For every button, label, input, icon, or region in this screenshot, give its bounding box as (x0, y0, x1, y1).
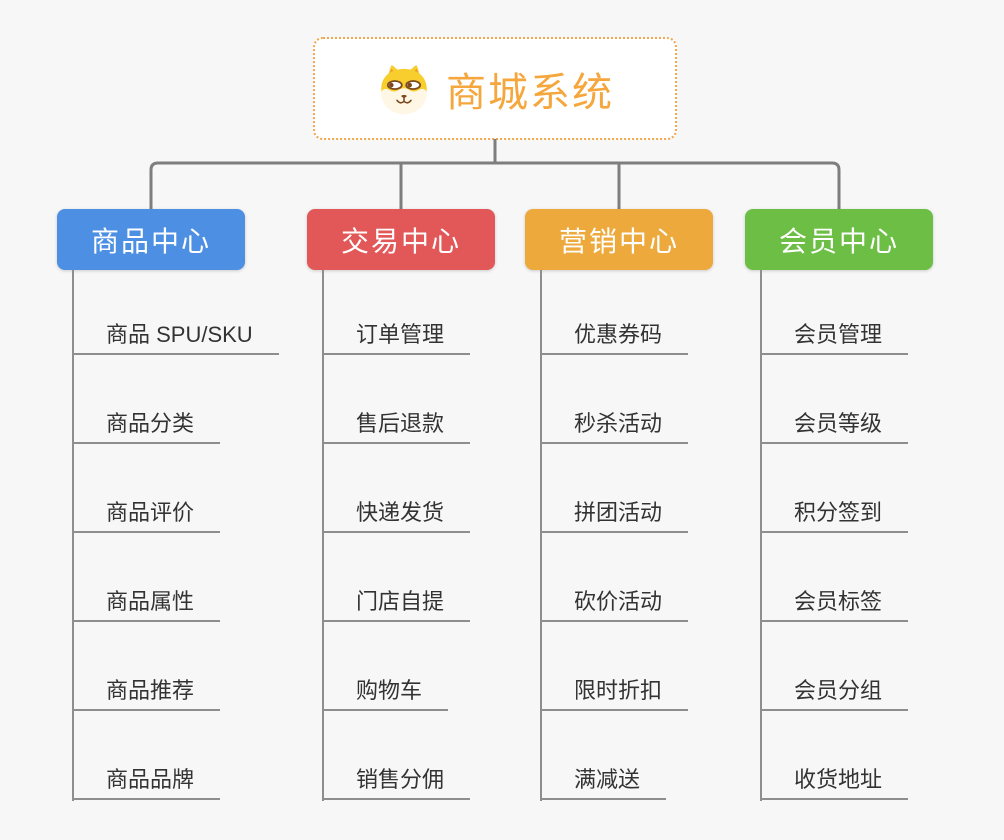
leaf-node[interactable]: 满减送 (542, 762, 667, 800)
leaf-node[interactable]: 购物车 (324, 673, 449, 711)
branch-label: 交易中心 (340, 225, 461, 257)
tree-connector-lines (149, 139, 841, 212)
branch-label: 商品中心 (90, 225, 211, 257)
leaf-node[interactable]: 商品评价 (74, 495, 221, 533)
leaf-node[interactable]: 快递发货 (324, 495, 471, 533)
leaf-node[interactable]: 商品推荐 (74, 673, 221, 711)
leaf-node[interactable]: 会员分组 (762, 673, 909, 711)
leaf-node[interactable]: 商品品牌 (74, 762, 221, 800)
leaf-node[interactable]: 会员等级 (762, 406, 909, 444)
leaf-node[interactable]: 商品属性 (74, 584, 221, 622)
leaf-node[interactable]: 会员标签 (762, 584, 909, 622)
leaf-column-trade-center: 订单管理 售后退款 快递发货 门店自提 购物车 销售分佣 (322, 270, 562, 801)
leaf-node[interactable]: 秒杀活动 (542, 406, 689, 444)
doge-face-icon (381, 64, 427, 114)
branch-label: 营销中心 (558, 225, 679, 257)
root-node[interactable]: 商城系统 (313, 37, 677, 140)
branch-node-member-center[interactable]: 会员中心 (745, 209, 933, 270)
branch-node-trade-center[interactable]: 交易中心 (307, 209, 495, 270)
leaf-node[interactable]: 会员管理 (762, 317, 909, 355)
leaf-node[interactable]: 砍价活动 (542, 584, 689, 622)
branch-label: 会员中心 (778, 225, 899, 257)
leaf-column-marketing-center: 优惠券码 秒杀活动 拼团活动 砍价活动 限时折扣 满减送 (540, 270, 780, 801)
leaf-node[interactable]: 订单管理 (324, 317, 471, 355)
branch-node-marketing-center[interactable]: 营销中心 (525, 209, 713, 270)
root-title: 商城系统 (446, 70, 614, 115)
leaf-node[interactable]: 限时折扣 (542, 673, 689, 711)
leaf-node[interactable]: 门店自提 (324, 584, 471, 622)
leaf-node[interactable]: 拼团活动 (542, 495, 689, 533)
leaf-node[interactable]: 售后退款 (324, 406, 471, 444)
leaf-node[interactable]: 积分签到 (762, 495, 909, 533)
leaf-node[interactable]: 优惠券码 (542, 317, 689, 355)
leaf-node[interactable]: 商品 SPU/SKU (74, 317, 279, 355)
leaf-node[interactable]: 销售分佣 (324, 762, 471, 800)
branch-node-product-center[interactable]: 商品中心 (57, 209, 245, 270)
leaf-column-member-center: 会员管理 会员等级 积分签到 会员标签 会员分组 收货地址 (760, 270, 1000, 801)
leaf-node[interactable]: 收货地址 (762, 762, 909, 800)
leaf-column-product-center: 商品 SPU/SKU 商品分类 商品评价 商品属性 商品推荐 商品品牌 (72, 270, 312, 801)
leaf-node[interactable]: 商品分类 (74, 406, 221, 444)
